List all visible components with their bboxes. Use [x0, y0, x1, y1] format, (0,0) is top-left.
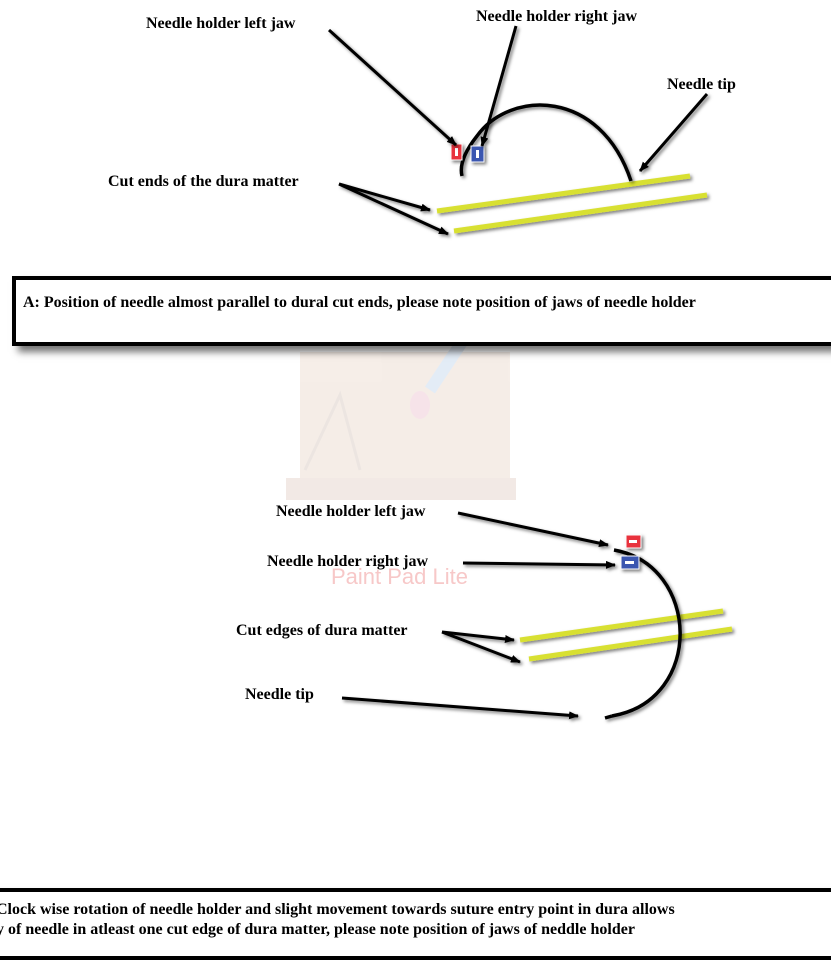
label-left-jaw-b: Needle holder left jaw [276, 503, 426, 520]
label-needle-tip-b: Needle tip [245, 686, 314, 703]
panel-a-left-jaw-marker [450, 143, 463, 161]
caption-box-b: Clock wise rotation of needle holder and… [0, 888, 831, 960]
label-cut-edges-b: Cut edges of dura matter [236, 622, 408, 639]
panel-b-left-jaw-marker [625, 534, 642, 549]
caption-a: A: Position of needle almost parallel to… [23, 294, 696, 311]
panel-a-right-jaw-marker [470, 145, 485, 163]
panel-a-arrows [327, 25, 709, 236]
panel-a-needle [459, 103, 633, 182]
label-needle-tip-a: Needle tip [667, 76, 736, 93]
panel-b-dura-edges [519, 608, 733, 662]
caption-box-a: A: Position of needle almost parallel to… [12, 276, 831, 346]
label-right-jaw-a: Needle holder right jaw [476, 8, 638, 25]
caption-b-line1: Clock wise rotation of needle holder and… [0, 901, 675, 918]
label-left-jaw-a: Needle holder left jaw [146, 15, 296, 32]
panel-a-dura-edges [436, 173, 708, 234]
caption-b-line2: y of needle in atleast one cut edge of d… [0, 921, 635, 938]
label-cut-ends-a: Cut ends of the dura matter [108, 173, 299, 190]
watermark-text: Paint Pad Lite [331, 564, 468, 589]
panel-b-right-jaw-marker [620, 555, 640, 570]
panel-b-needle [604, 548, 682, 720]
label-right-jaw-b: Needle holder right jaw [267, 553, 429, 570]
watermark-graphic [286, 326, 516, 500]
panel-b-arrows [341, 511, 616, 720]
